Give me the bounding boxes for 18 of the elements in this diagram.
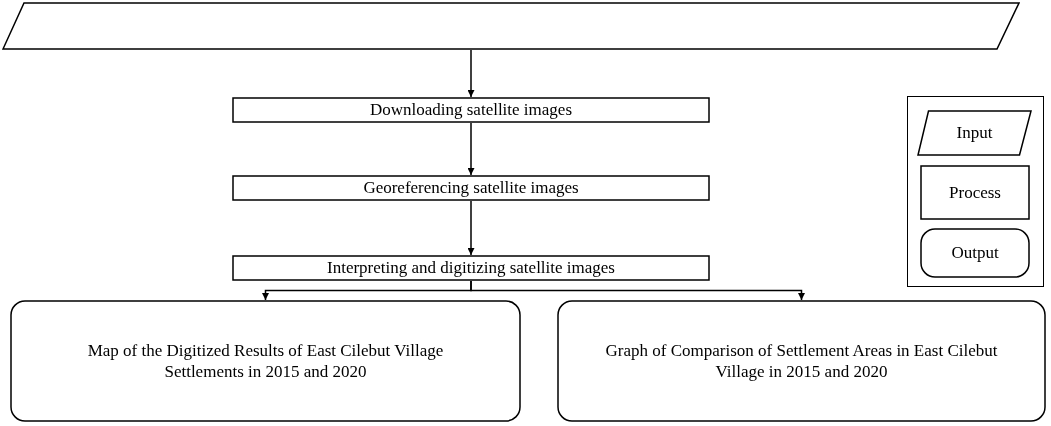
input-parallelogram bbox=[2, 2, 1020, 50]
node-text: Map of the Digitized Results of East Cilebut Village Settlements in 2015 and 2020 bbox=[86, 339, 445, 383]
process-box bbox=[232, 175, 710, 201]
node-text: Downloading satellite images bbox=[369, 99, 573, 121]
node-text: Interpreting and digitizing satellite images bbox=[327, 257, 615, 279]
node-text: Graph of Comparison of Settlement Areas in East Cilebut Village in 2015 and 2020 bbox=[604, 339, 999, 383]
legend-text: Process bbox=[949, 181, 1001, 204]
arrow bbox=[467, 49, 475, 98]
arrow bbox=[470, 280, 805, 301]
arrow bbox=[467, 122, 475, 176]
output-box bbox=[557, 300, 1046, 422]
arrow bbox=[467, 200, 475, 256]
process-box bbox=[232, 97, 710, 123]
output-box bbox=[10, 300, 521, 422]
node-text: Georeferencing satellite images bbox=[363, 177, 579, 199]
legend-text: Output bbox=[951, 242, 999, 265]
process-box bbox=[232, 255, 710, 281]
legend-text: Input bbox=[956, 122, 993, 145]
